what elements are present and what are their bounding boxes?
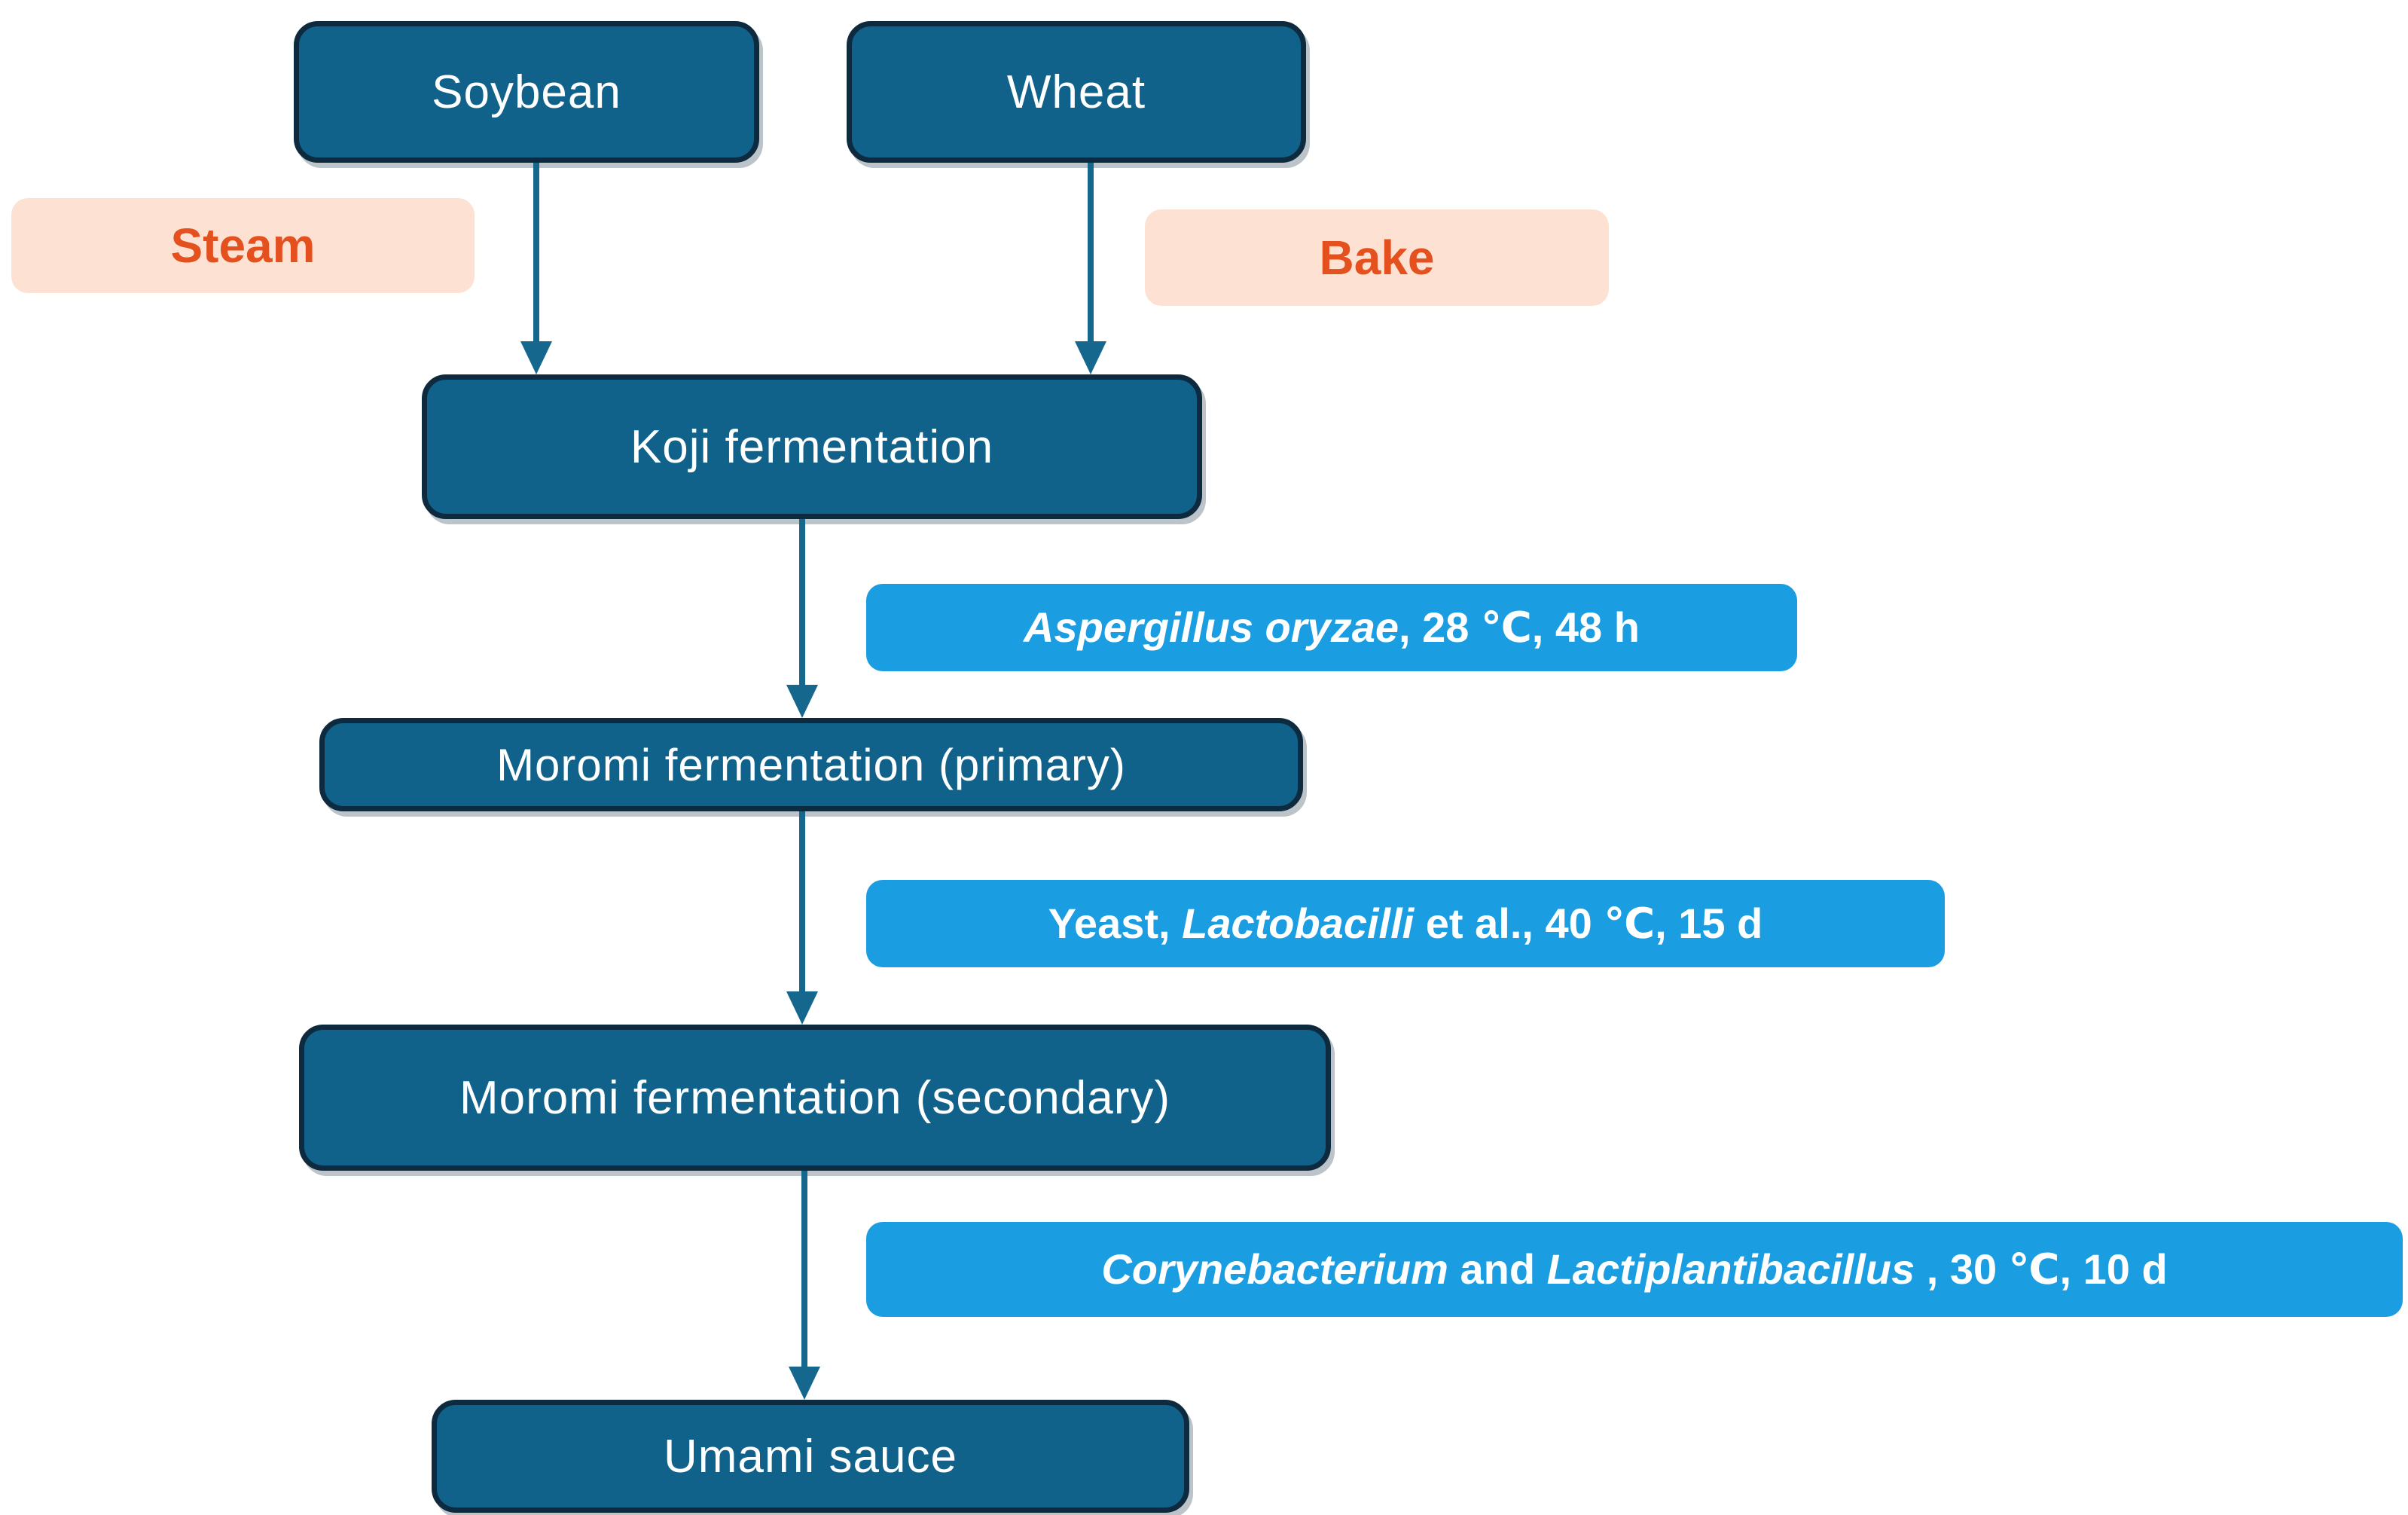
node-soybean: Soybean xyxy=(294,21,759,163)
arrow-line xyxy=(801,1171,807,1368)
arrow-head xyxy=(789,1367,820,1400)
node-koji-fermentation-label: Koji fermentation xyxy=(630,420,994,473)
pretreatment-bake: Bake xyxy=(1145,209,1609,306)
condition-label-koji: Aspergillus oryzae, 28 ℃, 48 h xyxy=(866,584,1797,671)
node-moromi-fermentation-secondary-label: Moromi fermentation (secondary) xyxy=(459,1071,1171,1124)
condition-label-koji-text: Aspergillus oryzae, 28 ℃, 48 h xyxy=(1024,603,1640,651)
node-moromi-fermentation-primary: Moromi fermentation (primary) xyxy=(319,718,1303,811)
condition-label-moromi-secondary: Corynebacterium and Lactiplantibacillus … xyxy=(866,1222,2403,1317)
pretreatment-bake-label: Bake xyxy=(1319,231,1435,285)
arrow-line xyxy=(1088,163,1094,344)
arrow-head xyxy=(520,341,552,374)
node-moromi-fermentation-secondary: Moromi fermentation (secondary) xyxy=(299,1025,1331,1171)
node-moromi-fermentation-primary-label: Moromi fermentation (primary) xyxy=(496,739,1126,790)
arrow-head xyxy=(1075,341,1106,374)
node-wheat-label: Wheat xyxy=(1006,66,1146,118)
pretreatment-steam: Steam xyxy=(11,198,475,293)
condition-label-moromi-primary: Yeast, Lactobacilli et al., 40 ℃, 15 d xyxy=(866,880,1945,967)
arrow-line xyxy=(799,811,805,993)
arrow-line xyxy=(799,519,805,686)
pretreatment-steam-label: Steam xyxy=(170,218,316,273)
node-soybean-label: Soybean xyxy=(432,66,621,118)
condition-label-moromi-secondary-text: Corynebacterium and Lactiplantibacillus … xyxy=(1101,1245,2168,1293)
node-koji-fermentation: Koji fermentation xyxy=(422,374,1202,519)
arrow-head xyxy=(786,991,818,1025)
arrow-head xyxy=(786,685,818,718)
condition-label-moromi-primary-text: Yeast, Lactobacilli et al., 40 ℃, 15 d xyxy=(1048,900,1763,947)
arrow-line xyxy=(533,163,539,344)
node-wheat: Wheat xyxy=(847,21,1306,163)
node-umami-sauce-label: Umami sauce xyxy=(664,1430,957,1483)
node-umami-sauce: Umami sauce xyxy=(432,1400,1189,1513)
